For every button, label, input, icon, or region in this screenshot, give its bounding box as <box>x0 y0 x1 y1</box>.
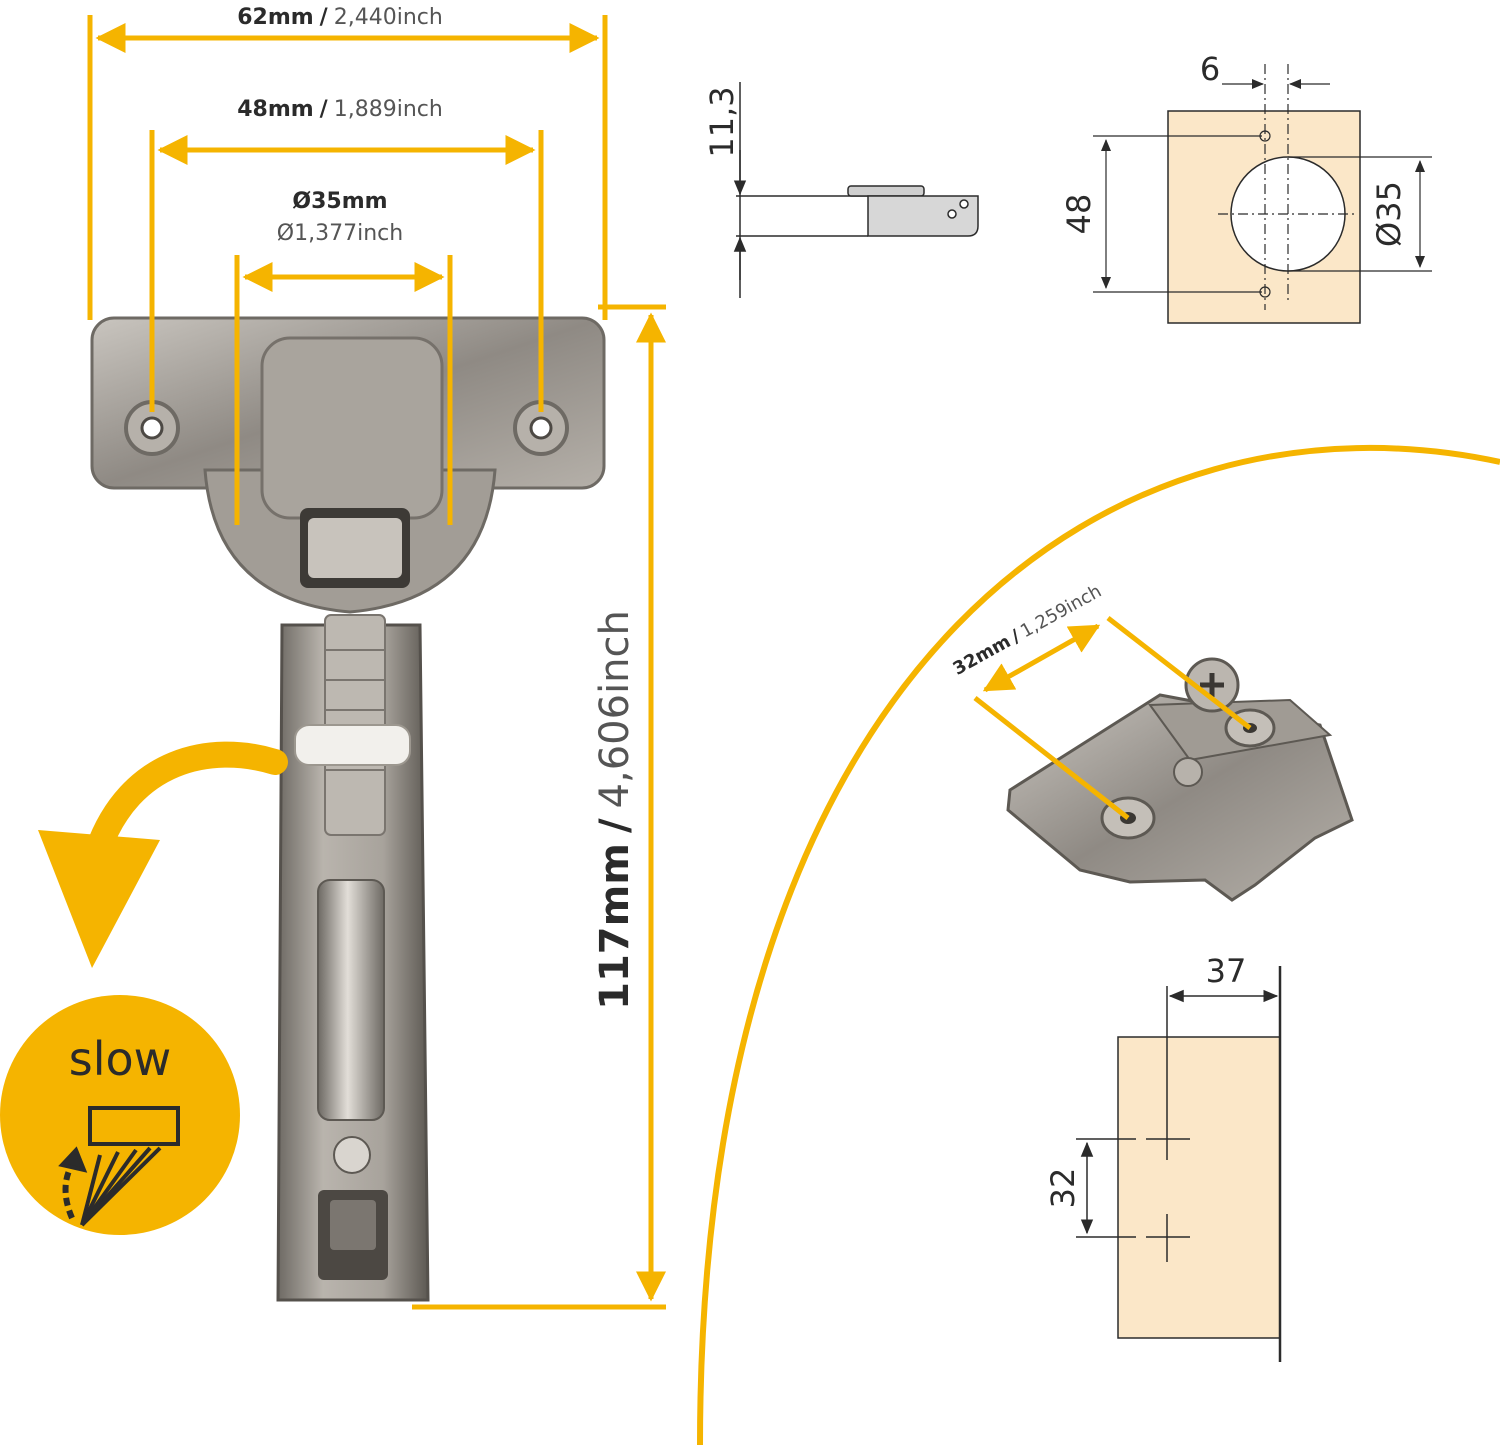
dimension-lines <box>87 15 666 1310</box>
dimension-117-label: 117mm/4,606inch <box>592 610 638 1010</box>
closing-direction-arrow <box>38 741 288 968</box>
decorative-arc <box>697 444 1500 1445</box>
mounting-plate-illustration <box>1006 657 1354 902</box>
soft-close-damper <box>317 879 385 1121</box>
plate-dimension-lines <box>973 616 1252 820</box>
dimension-48-label: 48mm/1,889inch <box>237 97 443 122</box>
plate-drilling-drawing <box>1076 966 1282 1362</box>
cup-diameter-label: Ø35 <box>1370 181 1408 247</box>
cup-drilling-drawing <box>1093 64 1432 324</box>
hinge-side-flange <box>847 185 925 197</box>
side-view-drawing <box>733 82 979 298</box>
soft-close-door-icon <box>58 1106 180 1227</box>
cup-offset-label: 6 <box>1200 50 1220 88</box>
slow-label: slow <box>69 1032 172 1086</box>
hinge-cup-top <box>260 336 444 520</box>
plate-depth-label: 37 <box>1206 952 1247 990</box>
plate-spacing-drawing-label: 32 <box>1044 1168 1082 1209</box>
dimension-35-label: Ø35mm <box>292 189 387 214</box>
side-view-height-label: 11,3 <box>703 86 741 157</box>
dimension-62-label: 62mm/2,440inch <box>237 5 443 30</box>
cabinet-side-panel <box>1117 1036 1281 1339</box>
slow-close-badge: slow <box>0 995 240 1235</box>
dimension-35-inch-label: Ø1,377inch <box>277 221 403 246</box>
cup-spacing-label: 48 <box>1060 194 1098 235</box>
plate-spacing-arrow <box>982 623 1101 693</box>
hinge-illustration <box>90 316 606 1302</box>
hinge-side-cup <box>867 195 979 237</box>
